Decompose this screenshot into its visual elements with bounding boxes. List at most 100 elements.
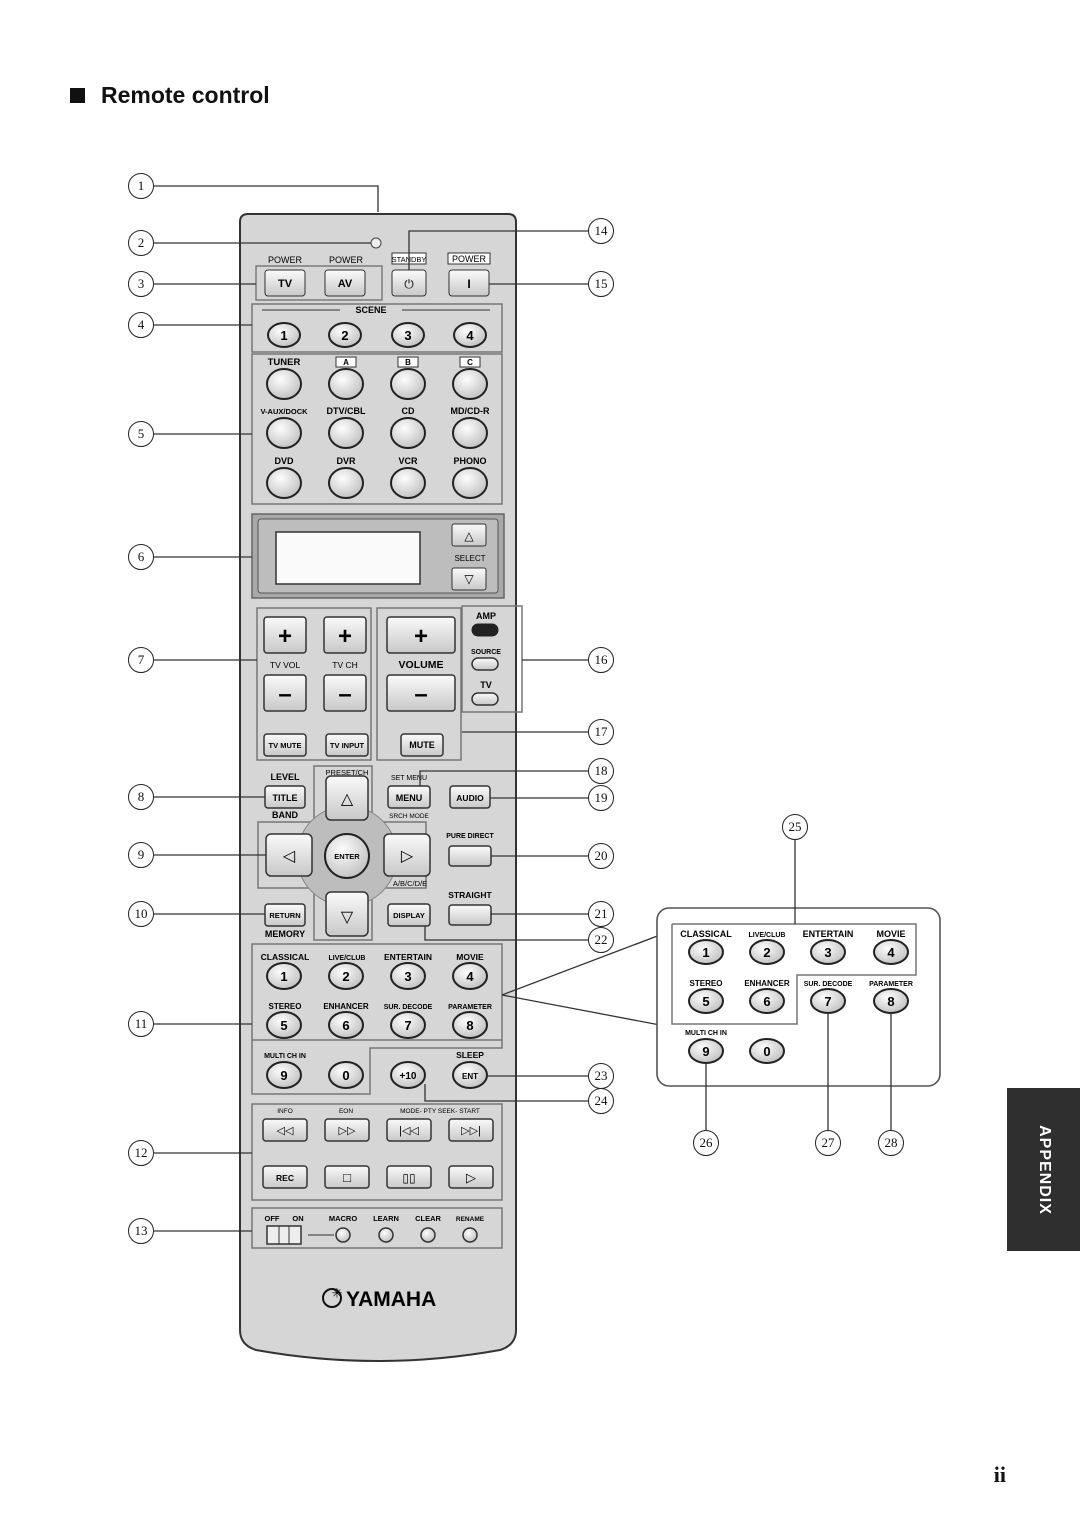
- digit-0: 0: [342, 1068, 349, 1083]
- fast-forward-button[interactable]: [324, 1118, 370, 1142]
- clear-button[interactable]: [420, 1227, 436, 1243]
- zero-button[interactable]: [328, 1061, 364, 1089]
- select-down-button[interactable]: [451, 567, 487, 591]
- movie-button[interactable]: [452, 962, 488, 990]
- vcr-button[interactable]: [390, 467, 426, 499]
- sound-program-section: CLASSICAL LIVE/CLUB ENTERTAIN MOVIE 1 2 …: [251, 943, 503, 1095]
- straight-button[interactable]: [448, 904, 492, 926]
- tv-ch-up-button[interactable]: [323, 616, 367, 654]
- select-up-button[interactable]: [451, 523, 487, 547]
- right-button[interactable]: [383, 833, 431, 877]
- inset-parameter-label: PARAMETER: [869, 981, 913, 988]
- digit-2: 2: [342, 969, 349, 984]
- ent-button[interactable]: [452, 1061, 488, 1089]
- skip-back-icon: |◁◁: [399, 1125, 419, 1137]
- navigation-section: LEVEL TITLE BAND PRESET/CH SET MENU MENU…: [257, 765, 494, 941]
- c-button[interactable]: [452, 368, 488, 400]
- tv-vol-up-button[interactable]: [263, 616, 307, 654]
- power-label-tv: POWER: [268, 255, 303, 265]
- sur-decode-button[interactable]: [390, 1011, 426, 1039]
- dvd-button[interactable]: [266, 467, 302, 499]
- system-power-label: I: [467, 277, 470, 291]
- inset-digit-7: 7: [824, 994, 831, 1009]
- display-button[interactable]: [387, 903, 431, 927]
- band-label: BAND: [272, 810, 298, 820]
- stop-button[interactable]: [324, 1165, 370, 1189]
- classical-button[interactable]: [266, 962, 302, 990]
- scene-1-button[interactable]: [267, 322, 301, 348]
- macro-button[interactable]: [335, 1227, 351, 1243]
- tv-power-button[interactable]: [264, 269, 306, 297]
- stop-icon: □: [343, 1170, 351, 1185]
- down-button[interactable]: [325, 891, 369, 937]
- dtv-button[interactable]: [328, 417, 364, 449]
- dtv-label: DTV/CBL: [327, 406, 366, 416]
- play-icon: ▷: [466, 1170, 476, 1185]
- rename-button[interactable]: [462, 1227, 478, 1243]
- pure-direct-button[interactable]: [448, 845, 492, 867]
- entertain-button[interactable]: [390, 962, 426, 990]
- pause-button[interactable]: [386, 1165, 432, 1189]
- callout-26: 26: [693, 1130, 719, 1156]
- callout-14: 14: [588, 218, 614, 244]
- volume-up-button[interactable]: [386, 616, 456, 654]
- plus-icon: +: [414, 623, 428, 650]
- scene-2-button[interactable]: [328, 322, 362, 348]
- rec-button[interactable]: [262, 1165, 308, 1189]
- tv-input-label: TV INPUT: [330, 741, 365, 750]
- volume-down-button[interactable]: [386, 674, 456, 712]
- select-label: SELECT: [454, 554, 485, 563]
- vaux-label: V-AUX/DOCK: [260, 407, 308, 416]
- c-label: C: [467, 358, 473, 367]
- scene-3-button[interactable]: [391, 322, 425, 348]
- source-mode-button[interactable]: [471, 657, 499, 671]
- parameter-button[interactable]: [452, 1011, 488, 1039]
- av-power-button[interactable]: [324, 269, 366, 297]
- skip-forward-button[interactable]: [448, 1118, 494, 1142]
- system-power-button[interactable]: [448, 269, 490, 297]
- volume-section: + + + – – – TV VOL TV CH VOLUME AMP SOUR…: [256, 605, 523, 761]
- scene-4-button[interactable]: [453, 322, 487, 348]
- tv-ch-down-button[interactable]: [323, 674, 367, 712]
- tv-mode-button[interactable]: [471, 692, 499, 706]
- tv-input-button[interactable]: [325, 733, 369, 757]
- live-club-button[interactable]: [328, 962, 364, 990]
- inset-digit-3: 3: [824, 945, 831, 960]
- sleep-label: SLEEP: [456, 1050, 484, 1060]
- learn-button[interactable]: [378, 1227, 394, 1243]
- phono-button[interactable]: [452, 467, 488, 499]
- audio-button[interactable]: [449, 785, 491, 809]
- source-label: SOURCE: [471, 649, 501, 656]
- multi-ch-in-button[interactable]: [266, 1061, 302, 1089]
- enhancer-button[interactable]: [328, 1011, 364, 1039]
- a-button[interactable]: [328, 368, 364, 400]
- amp-mode-button[interactable]: [471, 623, 499, 637]
- enter-button[interactable]: [324, 833, 370, 879]
- cd-button[interactable]: [390, 417, 426, 449]
- macro-switch[interactable]: [266, 1225, 302, 1245]
- tv-vol-down-button[interactable]: [263, 674, 307, 712]
- tuner-button[interactable]: [266, 368, 302, 400]
- play-button[interactable]: [448, 1165, 494, 1189]
- phono-label: PHONO: [453, 456, 486, 466]
- rewind-button[interactable]: [262, 1118, 308, 1142]
- skip-back-button[interactable]: [386, 1118, 432, 1142]
- stereo-label: STEREO: [269, 1002, 302, 1011]
- av-power-label: AV: [338, 278, 353, 290]
- inset-entertain-label: ENTERTAIN: [803, 929, 854, 939]
- stereo-button[interactable]: [266, 1011, 302, 1039]
- mute-button[interactable]: [400, 733, 444, 757]
- inset-digit-1: 1: [702, 945, 709, 960]
- dvr-button[interactable]: [328, 467, 364, 499]
- vaux-button[interactable]: [266, 417, 302, 449]
- learn-label: LEARN: [373, 1214, 399, 1223]
- return-button[interactable]: [264, 903, 306, 927]
- menu-label: MENU: [396, 793, 423, 803]
- b-button[interactable]: [390, 368, 426, 400]
- mdcdr-label: MD/CD-R: [451, 406, 490, 416]
- mdcdr-button[interactable]: [452, 417, 488, 449]
- menu-button[interactable]: [387, 785, 431, 809]
- up-button[interactable]: [325, 775, 369, 821]
- plus10-button[interactable]: [390, 1061, 426, 1089]
- tv-mute-button[interactable]: [263, 733, 307, 757]
